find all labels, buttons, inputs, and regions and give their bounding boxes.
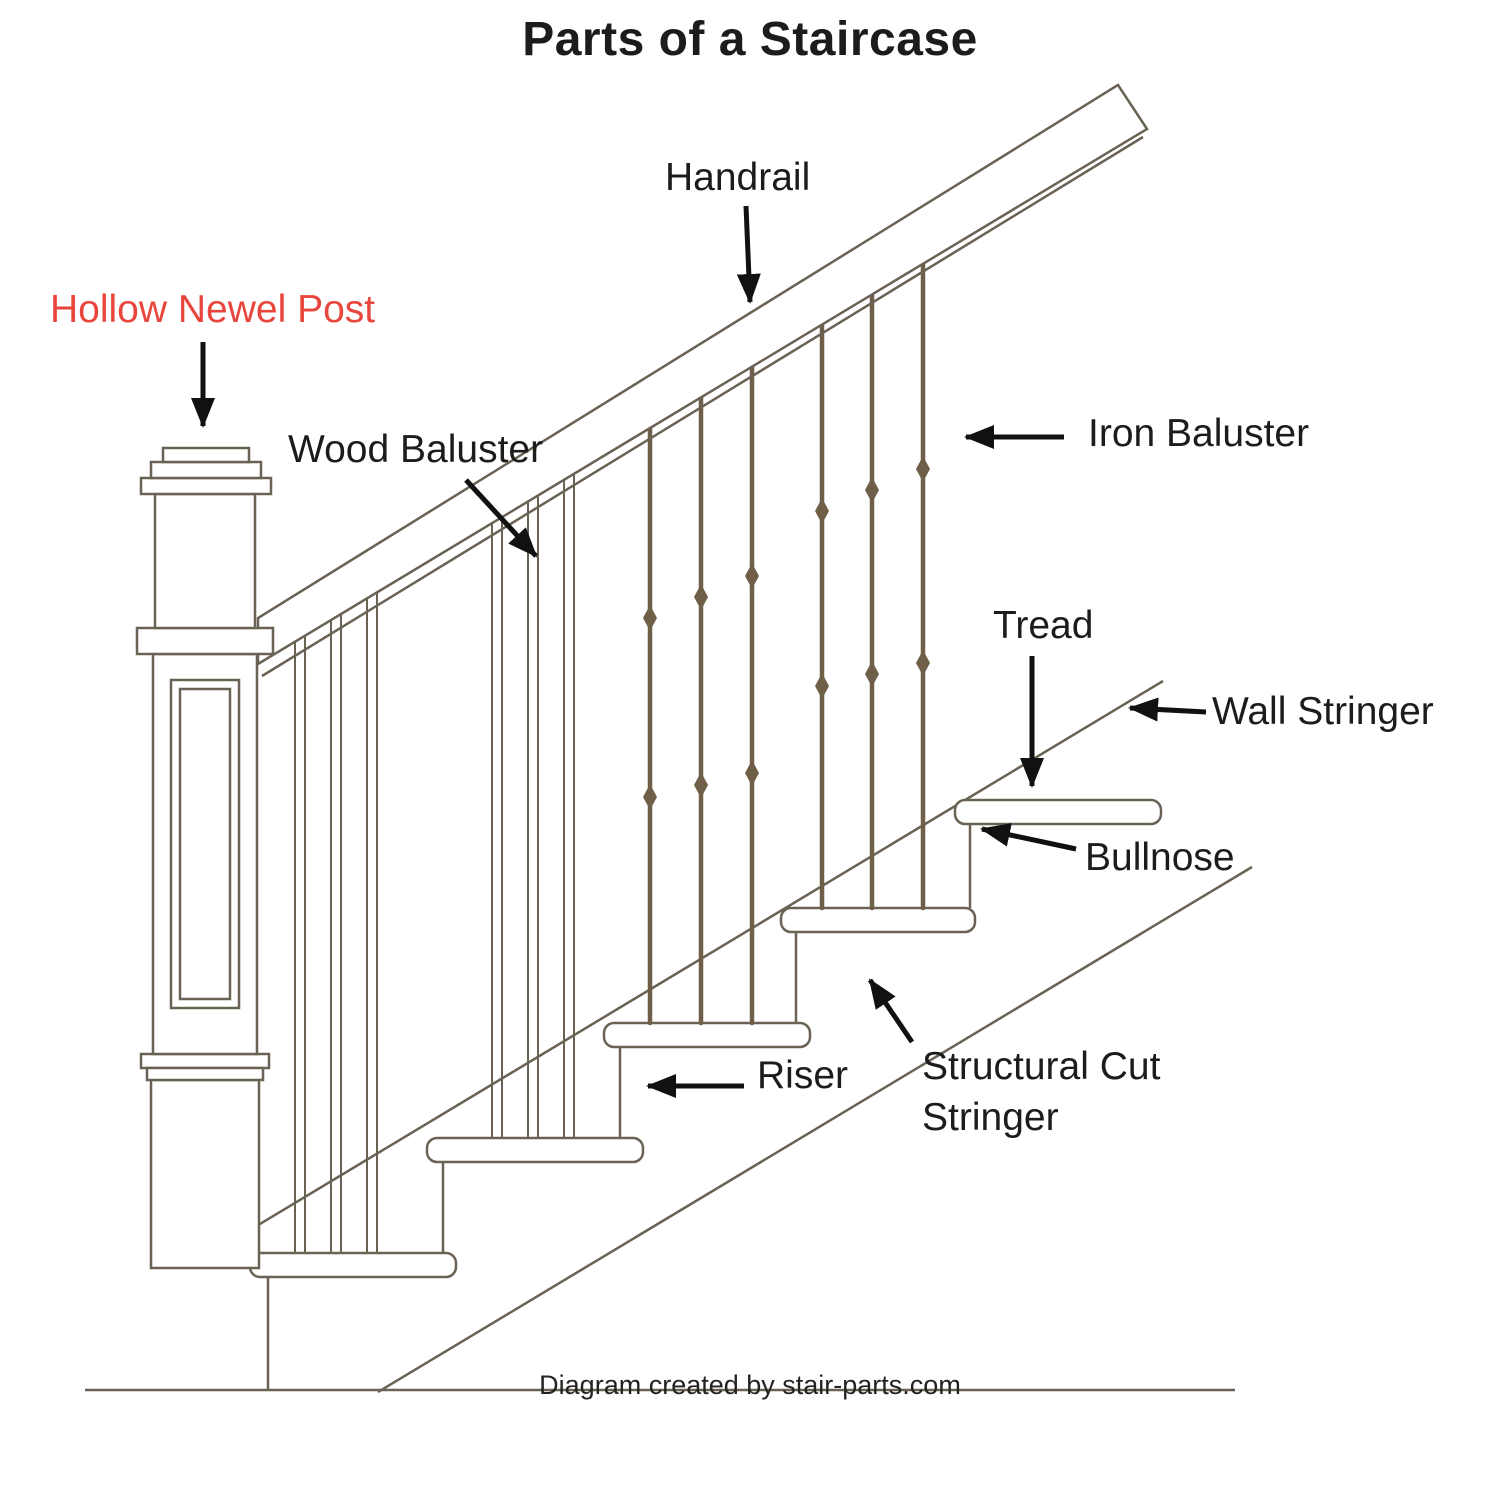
cut-stringer-line xyxy=(377,865,1253,1394)
handrail-arrow xyxy=(736,205,761,304)
wood-baluster xyxy=(491,514,503,1138)
tread-bullnose xyxy=(953,798,1163,826)
wood-baluster xyxy=(294,633,306,1253)
wood-baluster-arrow xyxy=(464,478,538,558)
wood-baluster xyxy=(366,589,378,1253)
label-handrail: Handrail xyxy=(665,156,811,199)
label-wall-stringer: Wall Stringer xyxy=(1212,690,1434,733)
label-structural-cut-stringer: Structural Cut Stringer xyxy=(922,1045,1161,1139)
label-tread: Tread xyxy=(993,604,1094,647)
tread xyxy=(248,1251,458,1279)
newel-post xyxy=(135,446,275,1270)
credit-text: Diagram created by stair-parts.com xyxy=(539,1370,961,1400)
iron-baluster xyxy=(643,424,657,1026)
label-riser: Riser xyxy=(757,1054,849,1097)
diagram-title: Parts of a Staircase xyxy=(522,13,978,66)
tread xyxy=(779,906,977,934)
iron-baluster xyxy=(745,363,759,1026)
bullnose-arrow xyxy=(980,823,1077,852)
wood-baluster xyxy=(563,470,575,1138)
label-iron-baluster: Iron Baluster xyxy=(1088,412,1310,455)
wall-stringer-arrow xyxy=(1128,697,1207,722)
iron-baluster xyxy=(694,394,708,1026)
iron-baluster xyxy=(916,260,930,911)
iron-balusters xyxy=(643,260,930,1026)
wood-baluster xyxy=(527,492,539,1138)
label-wood-baluster: Wood Baluster xyxy=(288,428,544,471)
label-hollow-newel-post: Hollow Newel Post xyxy=(50,288,376,331)
label-bullnose: Bullnose xyxy=(1085,836,1235,879)
iron-baluster xyxy=(815,321,829,911)
wood-baluster xyxy=(330,611,342,1253)
iron-baluster xyxy=(865,290,879,911)
treads-and-risers xyxy=(248,798,1163,1279)
cut-stringer-arrow xyxy=(867,978,915,1044)
wall-stringer-line xyxy=(249,679,1164,1232)
wood-balusters xyxy=(294,470,575,1253)
tread xyxy=(602,1021,812,1049)
tread xyxy=(425,1136,645,1164)
